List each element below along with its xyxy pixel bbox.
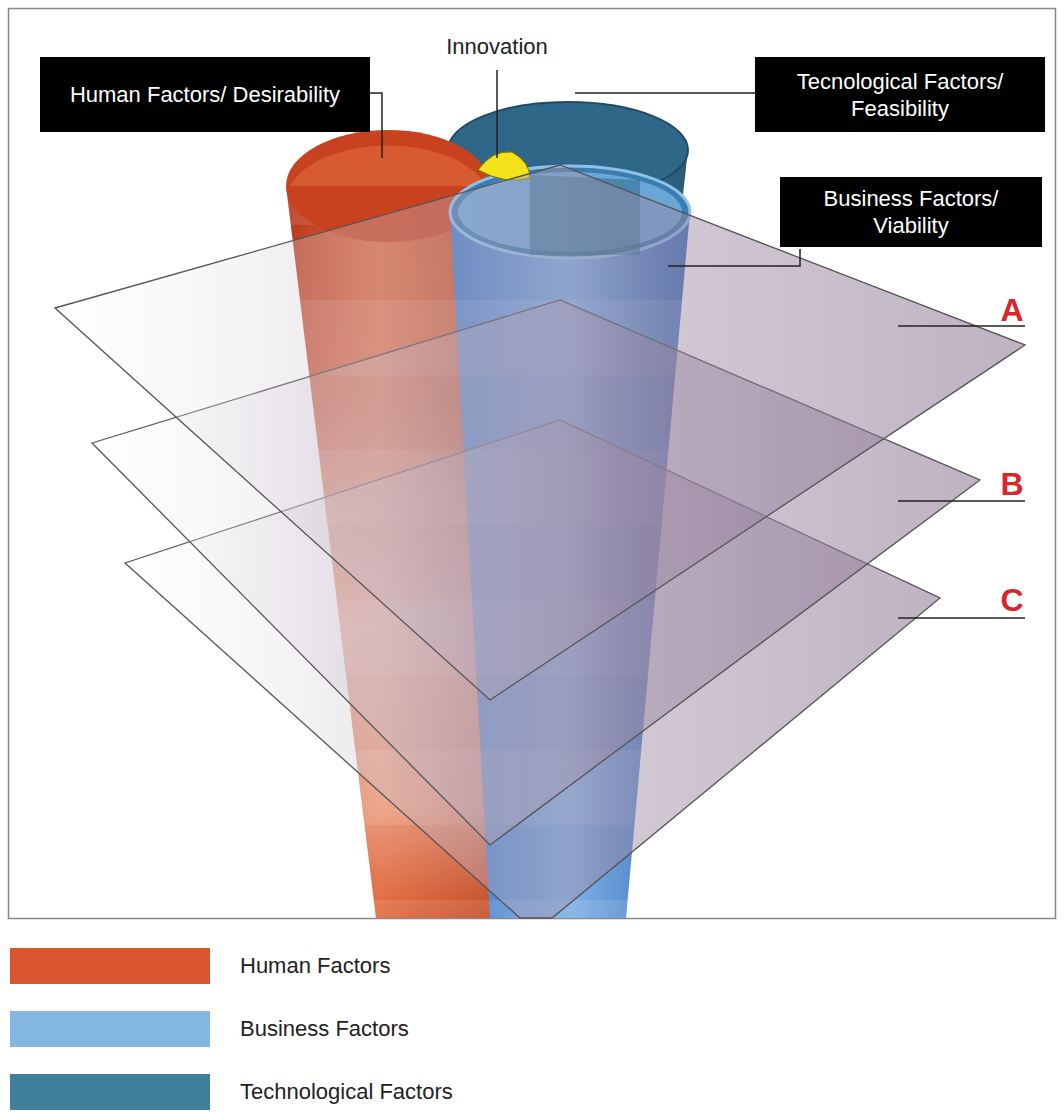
label-box: Business Factors/ Viability — [780, 177, 1042, 247]
legend-text: Human Factors — [240, 953, 390, 979]
legend-swatch — [10, 948, 210, 984]
innovation-label: Innovation — [446, 34, 548, 60]
box-text: Business Factors/ Viability — [800, 185, 1022, 239]
label-box: Tecnological Factors/ Feasibility — [755, 57, 1045, 132]
legend-swatch — [10, 1074, 210, 1110]
plane-letter: B — [1000, 466, 1023, 503]
legend-swatch — [10, 1011, 210, 1047]
box-text: Human Factors/ Desirability — [70, 81, 340, 108]
box-text: Tecnological Factors/ Feasibility — [775, 68, 1025, 122]
legend-text: Technological Factors — [240, 1079, 453, 1105]
plane-letter: C — [1000, 582, 1023, 619]
label-box: Human Factors/ Desirability — [40, 57, 370, 132]
legend-text: Business Factors — [240, 1016, 409, 1042]
plane-letter: A — [1000, 292, 1023, 329]
